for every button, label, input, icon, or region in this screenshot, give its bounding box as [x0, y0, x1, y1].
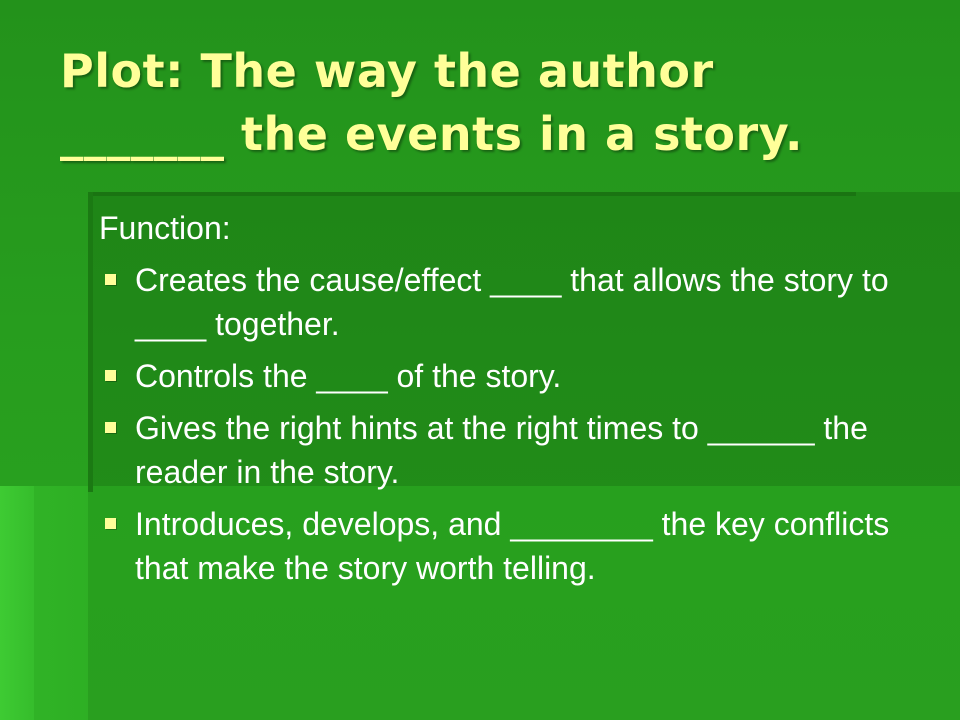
- bullet-text: Creates the cause/effect ____ that allow…: [135, 262, 889, 342]
- bullet-text: Introduces, develops, and ________ the k…: [135, 506, 890, 586]
- slide-title-line-2: _______ the events in a story.: [60, 107, 803, 161]
- bullet-text: Gives the right hints at the right times…: [135, 410, 868, 490]
- slide-title-line-1: Plot: The way the author: [60, 44, 714, 98]
- list-item: Introduces, develops, and ________ the k…: [99, 502, 899, 590]
- content-heading: Function:: [99, 210, 231, 246]
- square-bullet-icon: [105, 422, 116, 433]
- square-bullet-icon: [105, 518, 116, 529]
- bullet-text: Controls the ____ of the story.: [135, 358, 562, 394]
- lower-inner-panel: [88, 486, 960, 720]
- square-bullet-icon: [105, 274, 116, 285]
- list-item: Gives the right hints at the right times…: [99, 406, 899, 494]
- bullet-list: Creates the cause/effect ____ that allow…: [99, 258, 899, 590]
- panel-top-edge: [88, 192, 856, 196]
- square-bullet-icon: [105, 370, 116, 381]
- slide-body: Function: Creates the cause/effect ____ …: [99, 206, 899, 598]
- list-item: Creates the cause/effect ____ that allow…: [99, 258, 899, 346]
- list-item: Controls the ____ of the story.: [99, 354, 899, 398]
- lower-left-accent: [0, 486, 36, 720]
- slide-title: Plot: The way the author _______ the eve…: [60, 40, 940, 166]
- panel-left-edge: [88, 192, 93, 492]
